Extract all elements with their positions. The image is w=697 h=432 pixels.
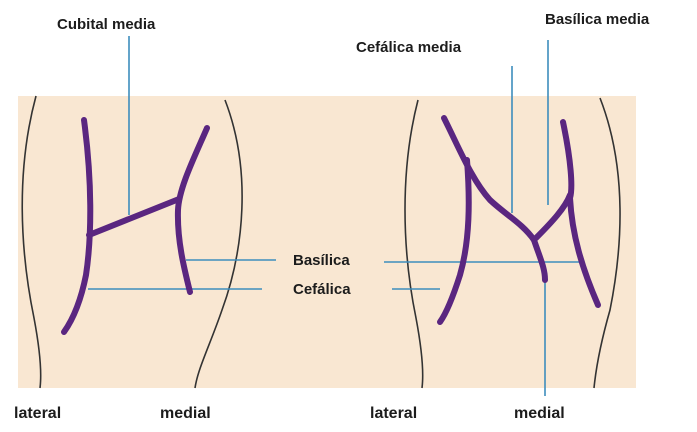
background-panel bbox=[18, 96, 636, 388]
label-basilica-media: Basílica media bbox=[545, 11, 650, 28]
label-left-medial: medial bbox=[160, 405, 211, 422]
label-cubital-media: Cubital media bbox=[57, 16, 156, 33]
label-cefalica: Cefálica bbox=[293, 281, 351, 298]
label-basilica: Basílica bbox=[293, 252, 350, 269]
label-right-lateral: lateral bbox=[370, 405, 417, 422]
label-right-medial: medial bbox=[514, 405, 565, 422]
label-left-lateral: lateral bbox=[14, 405, 61, 422]
label-cefalica-media: Cefálica media bbox=[356, 39, 462, 56]
